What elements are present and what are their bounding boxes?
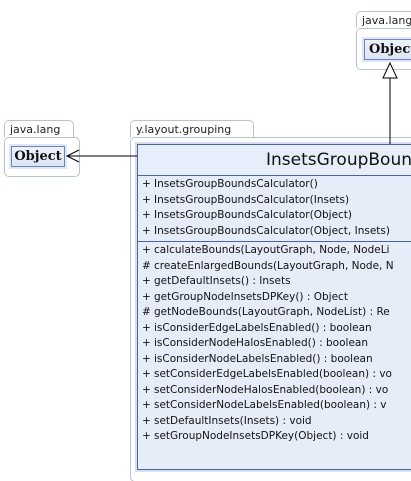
constructor-row: +InsetsGroupBoundsCalculator() [138, 177, 411, 193]
member-signature: InsetsGroupBoundsCalculator(Insets) [154, 193, 350, 206]
visibility-marker: + [142, 414, 151, 427]
visibility-marker: + [142, 290, 151, 303]
member-signature: setConsiderNodeLabelsEnabled(boolean) : … [154, 399, 387, 411]
constructor-row: +InsetsGroupBoundsCalculator(Object, Ins… [138, 224, 411, 240]
member-signature: setConsiderEdgeLabelsEnabled(boolean) : … [154, 368, 392, 380]
generalization-arrowhead [382, 61, 398, 79]
visibility-marker: + [142, 368, 151, 380]
dependency-arrowhead [65, 149, 80, 163]
visibility-marker: # [142, 259, 151, 272]
member-signature: setConsiderNodeHalosEnabled(boolean) : v… [154, 383, 389, 396]
constructor-row: +InsetsGroupBoundsCalculator(Object) [138, 208, 411, 224]
class-title: InsetsGroupBoun [138, 145, 411, 176]
member-signature: setDefaultInsets(Insets) : void [154, 414, 312, 427]
method-row: +getGroupNodeInsetsDPKey() : Object [138, 290, 411, 306]
visibility-marker: + [142, 275, 151, 287]
constructor-row: +InsetsGroupBoundsCalculator(Insets) [138, 193, 411, 209]
member-signature: InsetsGroupBoundsCalculator(Object, Inse… [154, 224, 390, 237]
member-signature: isConsiderNodeHalosEnabled() : boolean [154, 337, 368, 349]
package-name: java.lang [362, 14, 411, 27]
package-tab-java-lang-top: java.lang [356, 11, 411, 28]
methods-section: +calculateBounds(LayoutGraph, Node, Node… [138, 242, 411, 447]
member-signature: getGroupNodeInsetsDPKey() : Object [154, 290, 348, 303]
visibility-marker: + [142, 337, 151, 349]
class-object-top[interactable]: Object [364, 39, 411, 60]
method-row: +getDefaultInsets() : Insets [138, 274, 411, 290]
member-signature: calculateBounds(LayoutGraph, Node, NodeL… [154, 244, 390, 256]
package-name: y.layout.grouping [136, 123, 232, 136]
member-signature: createEnlargedBounds(LayoutGraph, Node, … [154, 259, 394, 272]
class-insets-group-bounds-calculator[interactable]: InsetsGroupBoun +InsetsGroupBoundsCalcul… [137, 144, 411, 470]
method-row: +calculateBounds(LayoutGraph, Node, Node… [138, 243, 411, 259]
class-object-left-label: Object [14, 149, 62, 164]
method-row: +isConsiderEdgeLabelsEnabled() : boolean [138, 321, 411, 337]
package-name: java.lang [10, 123, 61, 136]
visibility-marker: # [142, 306, 151, 318]
visibility-marker: + [142, 193, 151, 206]
member-signature: setGroupNodeInsetsDPKey(Object) : void [154, 430, 369, 442]
visibility-marker: + [142, 178, 151, 190]
member-signature: InsetsGroupBoundsCalculator() [154, 178, 318, 190]
method-row: +isConsiderNodeLabelsEnabled() : boolean [138, 352, 411, 368]
method-row: +setGroupNodeInsetsDPKey(Object) : void [138, 429, 411, 445]
method-row: +setConsiderNodeHalosEnabled(boolean) : … [138, 383, 411, 399]
visibility-marker: + [142, 209, 151, 221]
member-signature: InsetsGroupBoundsCalculator(Object) [154, 209, 353, 221]
method-row: +setDefaultInsets(Insets) : void [138, 414, 411, 430]
member-signature: getNodeBounds(LayoutGraph, NodeList) : R… [154, 306, 390, 318]
method-row: +isConsiderNodeHalosEnabled() : boolean [138, 336, 411, 352]
method-row: +setConsiderEdgeLabelsEnabled(boolean) :… [138, 367, 411, 383]
method-row: +setConsiderNodeLabelsEnabled(boolean) :… [138, 398, 411, 414]
method-row: #getNodeBounds(LayoutGraph, NodeList) : … [138, 305, 411, 321]
visibility-marker: + [142, 224, 151, 237]
visibility-marker: + [142, 352, 151, 365]
member-signature: isConsiderNodeLabelsEnabled() : boolean [154, 352, 373, 365]
class-object-top-label: Object [369, 42, 411, 57]
constructors-section: +InsetsGroupBoundsCalculator()+InsetsGro… [138, 176, 411, 242]
package-tab-y-layout-grouping: y.layout.grouping [130, 120, 254, 137]
visibility-marker: + [142, 399, 151, 411]
method-row: #createEnlargedBounds(LayoutGraph, Node,… [138, 259, 411, 275]
visibility-marker: + [142, 430, 151, 442]
visibility-marker: + [142, 244, 151, 256]
member-signature: isConsiderEdgeLabelsEnabled() : boolean [154, 321, 372, 334]
visibility-marker: + [142, 383, 151, 396]
package-tab-java-lang-left: java.lang [4, 120, 74, 137]
member-signature: getDefaultInsets() : Insets [154, 275, 291, 287]
class-object-left[interactable]: Object [11, 146, 65, 167]
visibility-marker: + [142, 321, 151, 334]
